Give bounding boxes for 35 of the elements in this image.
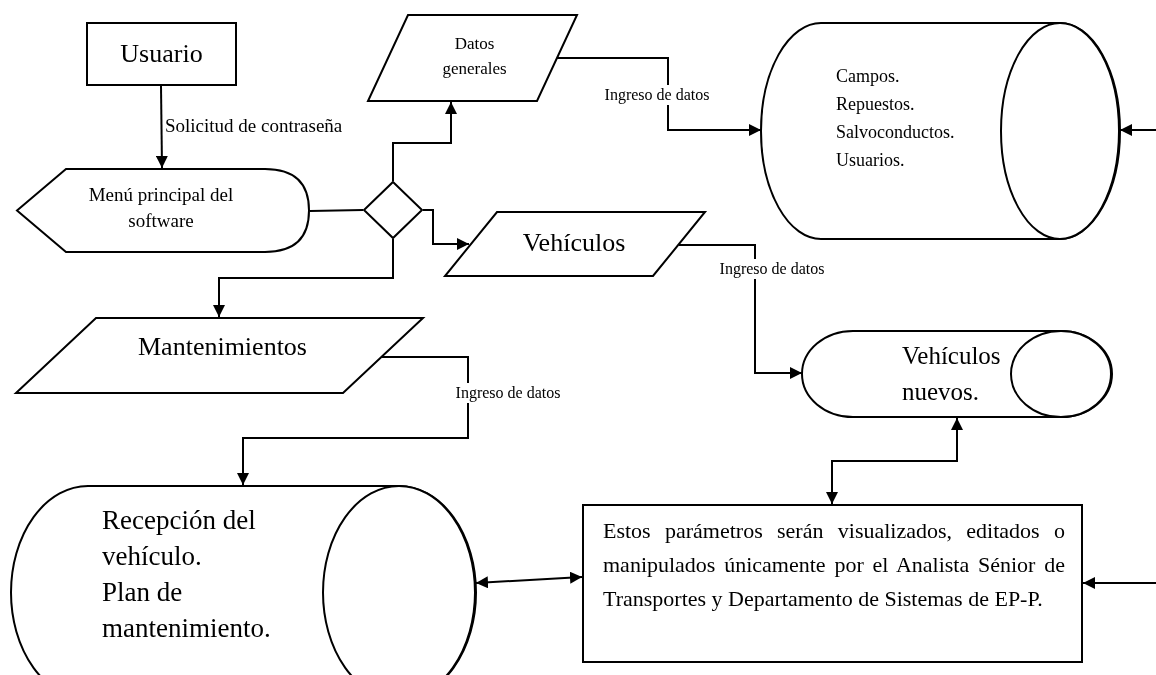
database-cylinder	[11, 485, 476, 675]
edge-label: Ingreso de datos	[717, 259, 827, 279]
database-cylinder	[802, 330, 1112, 418]
node-text: Datos generales	[441, 33, 508, 80]
node-text: Salvoconductos.	[836, 121, 956, 144]
node-text: Plan de mantenimiento.	[102, 576, 272, 645]
node-text: Vehículos	[521, 227, 627, 259]
node-text: Menú principal del software	[87, 183, 235, 233]
arrow	[826, 417, 963, 505]
node-text: Mantenimientos	[137, 331, 308, 363]
arrow	[392, 101, 457, 182]
decision-diamond	[363, 181, 423, 239]
node-text: Estos parámetros serán visualizados, editados o manipulados únicamente por el Analista Sénior de Transportes y Departamento de Sistemas de EP-P.	[603, 517, 1065, 613]
input-parallelogram	[15, 317, 424, 394]
node-text: Usuarios.	[836, 149, 906, 172]
arrow	[1082, 577, 1156, 589]
arrow	[475, 571, 583, 589]
actor-box	[86, 22, 237, 86]
edge-label: Ingreso de datos	[602, 85, 712, 105]
arrow	[237, 356, 469, 486]
arrow	[213, 238, 394, 318]
arrow	[155, 85, 168, 169]
process-box	[582, 504, 1083, 663]
node-text: Repuestos.	[836, 93, 916, 116]
node-text: Usuario	[119, 38, 204, 70]
arrow	[422, 209, 470, 250]
node-text: Recepción del vehículo.	[102, 504, 257, 573]
display-shape	[16, 168, 310, 253]
input-parallelogram	[444, 211, 706, 277]
input-parallelogram	[367, 14, 578, 102]
arrow	[1119, 124, 1156, 136]
database-cylinder	[761, 22, 1120, 240]
node-text: Campos.	[836, 65, 901, 88]
edge-label: Ingreso de datos	[453, 383, 563, 403]
node-text: Vehículos nuevos.	[902, 341, 1002, 407]
